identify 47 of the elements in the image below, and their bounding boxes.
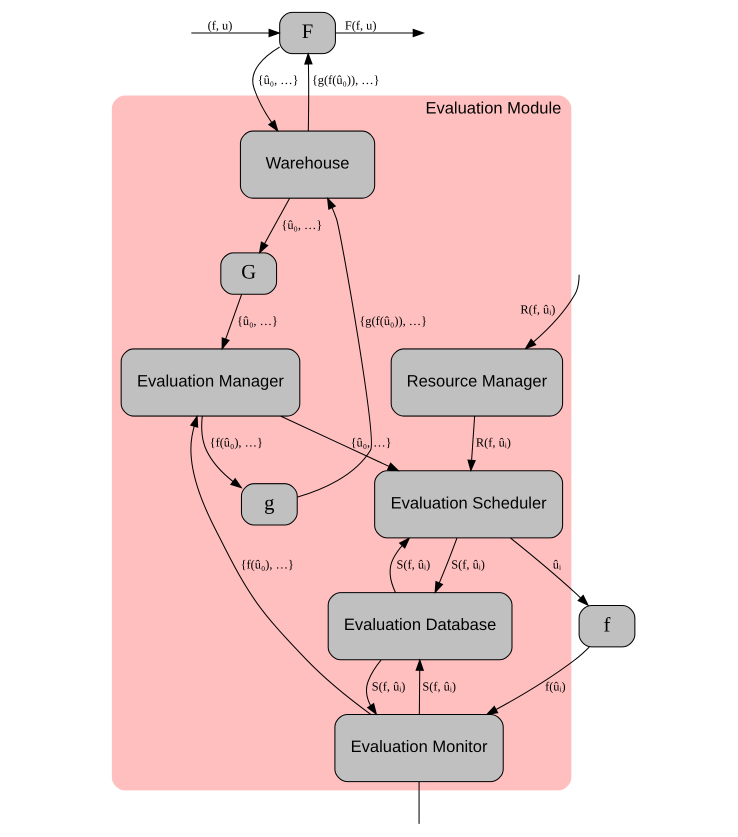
- edge-label: {û₀, …}: [350, 436, 392, 450]
- arrow: [434, 538, 457, 594]
- node-box: F: [278, 12, 336, 54]
- arrow: [280, 416, 400, 472]
- edge-label: {g(f(û₀)), …}: [311, 73, 380, 88]
- node-box: Resource Manager: [390, 348, 563, 417]
- arrow: [189, 414, 371, 715]
- arrow: [466, 416, 476, 472]
- arrow: [414, 658, 424, 714]
- edge-label: {g(f(û₀)), …}: [358, 314, 427, 328]
- edge-label: R(f, ûᵢ): [475, 436, 510, 450]
- node-box: G: [220, 252, 277, 295]
- arrow: [258, 198, 290, 254]
- arrow: [297, 196, 372, 498]
- node-box: f: [578, 605, 635, 648]
- edge-label: f(ûᵢ): [544, 679, 566, 694]
- arrow: [190, 28, 280, 38]
- arrow: [304, 52, 312, 131]
- edge-label: {f(û₀), …}: [209, 436, 262, 450]
- edge-label: {û₀, …}: [280, 218, 322, 232]
- edge-label: ûᵢ: [552, 557, 561, 572]
- arrow: [524, 274, 580, 350]
- arrow: [221, 294, 242, 350]
- arrow: [389, 536, 410, 593]
- edge-label: {f(û₀), …}: [240, 557, 294, 572]
- arrow: [366, 660, 382, 716]
- node-box: Evaluation Monitor: [334, 714, 504, 782]
- node-box: Evaluation Database: [327, 592, 512, 660]
- arrow: [335, 28, 425, 38]
- arrow: [510, 538, 589, 606]
- edge-label: (f, u): [207, 18, 232, 32]
- edge-label: S(f, ûᵢ): [396, 557, 430, 572]
- arrow: [252, 46, 280, 132]
- arrow: [200, 416, 242, 489]
- connector: [418, 782, 420, 824]
- edge-label: F(f, u): [344, 18, 376, 32]
- node-box: g: [240, 483, 298, 526]
- node-box: Warehouse: [239, 130, 375, 199]
- edge-label: S(f, ûᵢ): [371, 679, 405, 694]
- arrow: [485, 646, 590, 716]
- edge-label: {û₀, …}: [257, 73, 298, 88]
- edge-label: S(f, ûᵢ): [422, 679, 456, 694]
- node-box: Evaluation Scheduler: [374, 470, 563, 538]
- edge-label: S(f, ûᵢ): [450, 557, 484, 572]
- edge-label: R(f, ûᵢ): [520, 302, 555, 317]
- edge-label: {û₀, …}: [236, 314, 278, 328]
- node-box: Evaluation Manager: [120, 348, 300, 417]
